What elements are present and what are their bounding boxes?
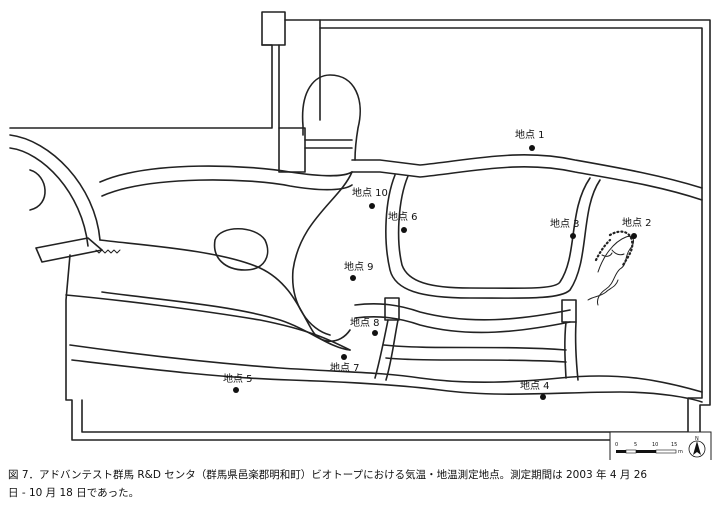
- path-vertical-right: [564, 321, 579, 381]
- scale-tick-0: 0: [615, 442, 618, 448]
- pond-large: [99, 239, 351, 351]
- building: [278, 127, 306, 173]
- bridge-right: [561, 299, 577, 323]
- site-boundary-corner: [261, 19, 321, 121]
- point-5-marker: [233, 387, 239, 393]
- caption-line-1: 図 7．アドバンテスト群馬 R&D センタ（群馬県邑楽郡明和町）ビオトープにおけ…: [8, 469, 648, 481]
- point-3-marker: [570, 233, 576, 239]
- north-label: N: [695, 436, 699, 442]
- point-8-marker: [372, 330, 378, 336]
- scale-tick-5: 5: [634, 442, 637, 448]
- point-1-marker: [529, 145, 535, 151]
- path-upper-left: [99, 165, 353, 197]
- bridge-left: [384, 297, 400, 321]
- scale-bar-seg-2: [625, 449, 637, 454]
- point-3-label: 地点 3: [550, 217, 580, 230]
- small-pond: [213, 228, 269, 271]
- scale-bar-seg-3: [636, 450, 656, 453]
- figure-caption: 図 7．アドバンテスト群馬 R&D センタ（群馬県邑楽郡明和町）ビオトープにおけ…: [8, 466, 713, 502]
- north-arrow-icon: [693, 441, 701, 455]
- path-loop-center: [385, 174, 601, 299]
- point-7-marker: [341, 354, 347, 360]
- left-zigzag: [95, 249, 121, 254]
- caption-line-2: 日 - 10 月 18 日であった。: [8, 487, 140, 499]
- point-2-marker: [631, 233, 637, 239]
- point-10-label: 地点 10: [352, 186, 388, 199]
- scale-bar-seg-4: [655, 449, 677, 454]
- path-vertical-left: [374, 319, 399, 381]
- point-1-label: 地点 1: [515, 128, 545, 141]
- point-4-label: 地点 4: [520, 379, 550, 392]
- point-9-marker: [350, 275, 356, 281]
- biotope-site-map: 地点 1 地点 2 地点 3 地点 4 地点 5 地点 6 地点 7 地点 8 …: [9, 11, 712, 460]
- scale-bar: 0 5 10 15 m N: [609, 431, 712, 460]
- scale-bar-seg-1: [616, 450, 626, 453]
- point-5-label: 地点 5: [223, 372, 253, 385]
- scale-tick-10: 10: [652, 442, 658, 448]
- point-10-marker: [369, 203, 375, 209]
- path-lower: [383, 344, 567, 363]
- path-middle: [354, 303, 571, 334]
- path-bottom: [65, 294, 703, 403]
- garden-dots: [594, 230, 634, 269]
- left-arc-structure: [9, 134, 101, 247]
- building-connector: [304, 139, 353, 149]
- point-9-label: 地点 9: [344, 260, 374, 273]
- point-6-marker: [401, 227, 407, 233]
- point-8-label: 地点 8: [350, 316, 380, 329]
- scale-unit: m: [678, 449, 683, 455]
- top-loop-pond: [301, 74, 361, 161]
- point-2-label: 地点 2: [622, 216, 652, 229]
- point-7-label: 地点 7: [330, 361, 360, 374]
- garden-feature: [587, 235, 634, 306]
- path-top: [351, 154, 703, 201]
- point-6-label: 地点 6: [388, 210, 418, 223]
- pond-inner-loop: [291, 171, 353, 336]
- point-4-marker: [540, 394, 546, 400]
- scale-tick-15: 15: [671, 442, 677, 448]
